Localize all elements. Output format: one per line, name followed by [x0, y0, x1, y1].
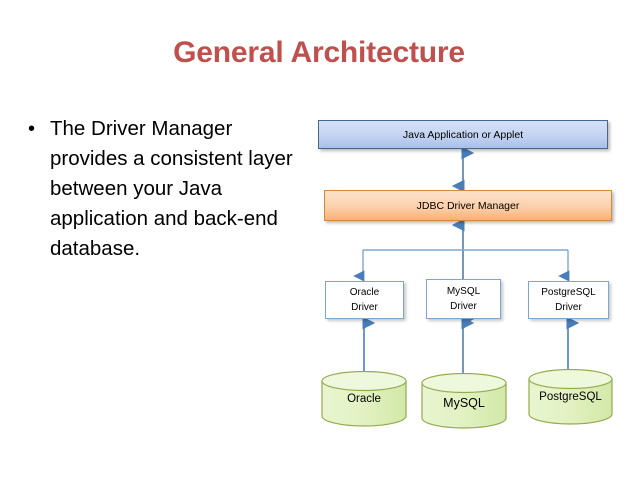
node-postgresql-driver[interactable]: PostgreSQL Driver [528, 281, 609, 319]
node-oracle-database[interactable]: Oracle [321, 371, 407, 427]
architecture-diagram: Java Application or Applet JDBC Driver M… [310, 112, 630, 442]
node-label: MySQL Driver [447, 284, 480, 314]
connector-branch-bus [353, 249, 570, 282]
node-label-line2: Driver [351, 302, 378, 313]
bullet-marker-icon: • [28, 118, 36, 140]
node-label: Oracle [347, 393, 381, 405]
bullet-list: • The Driver Manager provides a consiste… [28, 114, 296, 264]
list-item: • The Driver Manager provides a consiste… [28, 114, 296, 264]
node-jdbc-driver-manager[interactable]: JDBC Driver Manager [324, 190, 612, 221]
node-label: JDBC Driver Manager [416, 199, 520, 212]
node-mysql-database[interactable]: MySQL [421, 373, 507, 429]
page-title: General Architecture [173, 36, 465, 69]
node-label: Java Application or Applet [402, 128, 524, 141]
database-cylinder-icon [421, 373, 507, 429]
node-postgresql-database[interactable]: PostgreSQL [528, 369, 613, 425]
node-java-application[interactable]: Java Application or Applet [318, 120, 608, 149]
bullet-text: The Driver Manager provides a consistent… [50, 117, 293, 260]
database-cylinder-icon [321, 371, 407, 427]
node-label-line1: PostgreSQL [541, 287, 596, 298]
node-oracle-driver[interactable]: Oracle Driver [325, 281, 404, 319]
node-label: Oracle Driver [350, 285, 379, 315]
node-label-line1: Oracle [349, 287, 380, 298]
node-label: PostgreSQL [539, 391, 602, 403]
node-label: MySQL [443, 396, 485, 410]
node-label-line2: Driver [555, 302, 582, 313]
database-cylinder-icon [528, 369, 613, 425]
node-label: PostgreSQL Driver [541, 285, 595, 315]
node-mysql-driver[interactable]: MySQL Driver [426, 279, 501, 319]
node-label-line2: Driver [450, 301, 477, 312]
node-label-line1: MySQL [446, 286, 481, 297]
